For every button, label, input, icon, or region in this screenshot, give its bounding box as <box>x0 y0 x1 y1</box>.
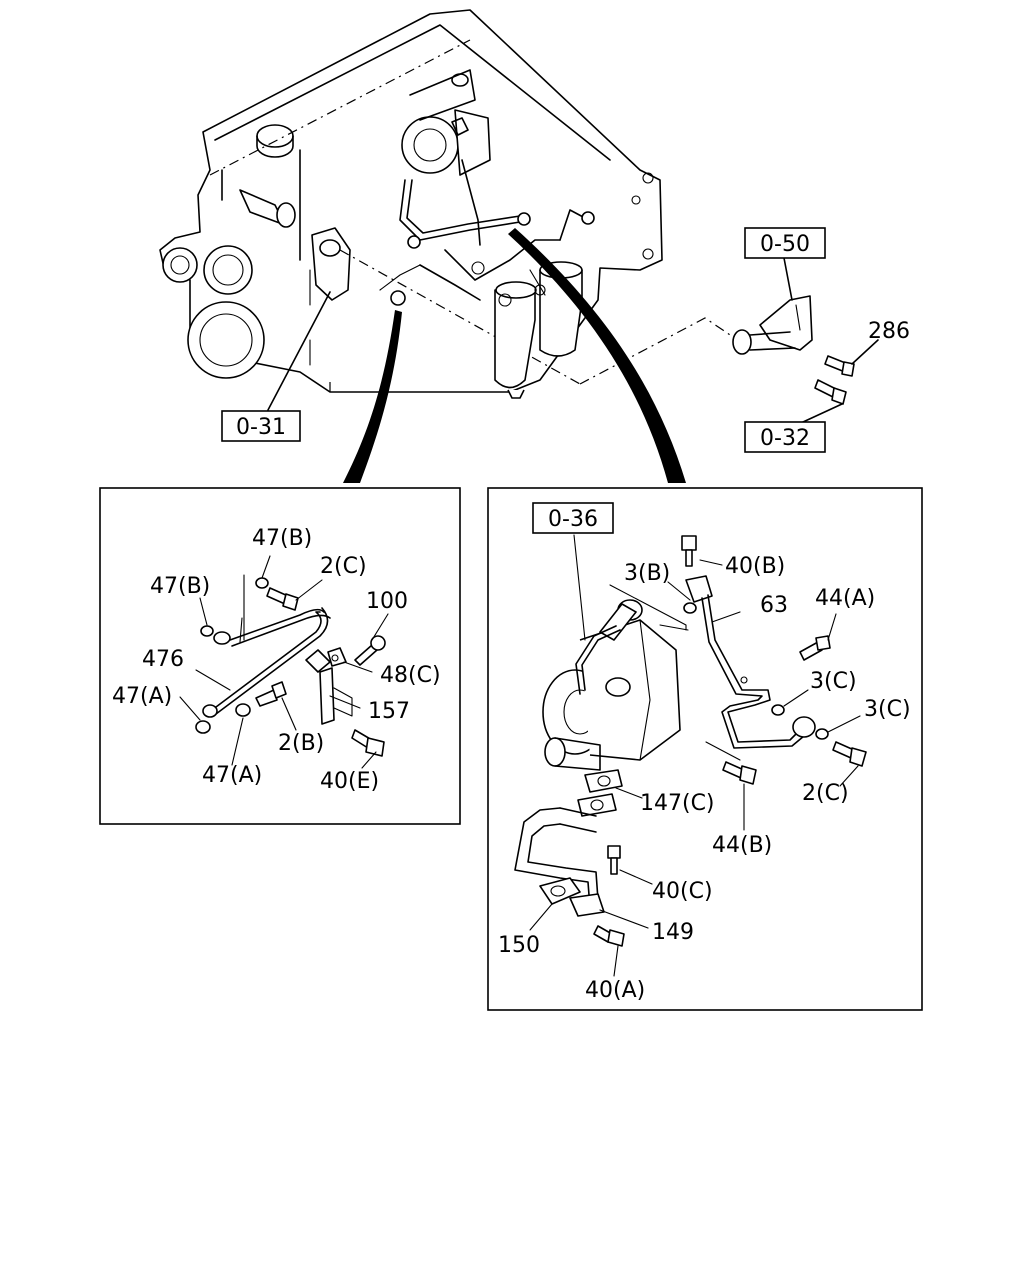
label-147c: 147(C) <box>640 791 715 816</box>
turbocharger <box>542 599 681 771</box>
washer-3c-b <box>815 728 829 740</box>
bolt-40e <box>351 729 385 757</box>
bolt-286 <box>824 355 855 377</box>
bracket-157 <box>319 667 353 725</box>
label-40c: 40(C) <box>652 879 713 904</box>
label-63: 63 <box>760 593 788 618</box>
intake-flange <box>311 227 351 301</box>
bolt-40b <box>681 535 697 567</box>
label-149: 149 <box>652 920 694 945</box>
label-286: 286 <box>868 319 910 344</box>
svg-text:0-36: 0-36 <box>548 507 598 532</box>
bolt-40a <box>593 925 625 947</box>
gasket-147c <box>577 769 623 817</box>
oil-feed-pipe-63 <box>685 575 816 749</box>
label-2c-right: 2(C) <box>802 781 849 806</box>
washer-3b <box>683 602 697 614</box>
label-48c: 48(C) <box>380 663 441 688</box>
label-476: 476 <box>142 647 184 672</box>
detail-panel-left <box>99 487 461 825</box>
bolt-2c-left <box>266 587 299 611</box>
label-3b: 3(B) <box>624 561 670 586</box>
washer-47b-top <box>255 577 269 589</box>
label-40b: 40(B) <box>725 554 785 579</box>
detail-panel-right <box>487 487 923 1011</box>
ref-box-0-36[interactable]: 0-36 <box>532 502 614 534</box>
svg-text:0-32: 0-32 <box>760 426 810 451</box>
crank-pulley <box>187 301 265 379</box>
bolt-2c-right <box>832 741 867 767</box>
svg-text:0-31: 0-31 <box>236 415 286 440</box>
label-40a: 40(A) <box>585 978 645 1003</box>
gasket-150 <box>539 877 581 905</box>
bracket-0-50 <box>732 257 813 355</box>
washer-47a-left <box>195 720 211 734</box>
bolt-100 <box>354 635 386 666</box>
label-2c-left: 2(C) <box>320 554 367 579</box>
washer-3c-a <box>771 704 785 716</box>
label-157: 157 <box>368 699 410 724</box>
clamp-48c <box>305 647 347 673</box>
callout-curve-left <box>343 310 402 483</box>
label-44b: 44(B) <box>712 833 772 858</box>
engine-assembly <box>159 9 746 399</box>
oil-drain-pipe-149 <box>514 807 605 917</box>
leader-0-31 <box>267 291 331 411</box>
ref-box-0-32[interactable]: 0-32 <box>744 421 826 453</box>
label-3c-b: 3(C) <box>864 697 911 722</box>
label-40e: 40(E) <box>320 769 379 794</box>
label-3c-a: 3(C) <box>810 669 857 694</box>
washer-47a-bottom <box>235 703 251 717</box>
label-47b-top: 47(B) <box>252 526 312 551</box>
label-47a-bottom: 47(A) <box>202 763 262 788</box>
oil-pipe-476 <box>202 607 331 718</box>
water-pump-pulley <box>203 245 253 295</box>
ref-box-0-50[interactable]: 0-50 <box>744 227 826 259</box>
engine-oil-fitting <box>390 290 406 306</box>
label-44a: 44(A) <box>815 586 875 611</box>
bolt-44a <box>799 635 831 661</box>
engine-turbocharger <box>401 69 491 176</box>
svg-text:0-50: 0-50 <box>760 232 810 257</box>
oil-filler-cap <box>256 124 294 148</box>
bolt-40c <box>607 845 621 875</box>
bolt-44b <box>722 761 757 785</box>
label-2b: 2(B) <box>278 731 324 756</box>
alternator-pulley <box>162 247 198 283</box>
label-47a-left: 47(A) <box>112 684 172 709</box>
label-150: 150 <box>498 933 540 958</box>
washer-47b-left <box>200 625 214 637</box>
label-47b-left: 47(B) <box>150 574 210 599</box>
ref-box-0-31[interactable]: 0-31 <box>221 410 301 442</box>
bolt-2b <box>255 681 287 707</box>
callout-curve-right <box>508 228 686 483</box>
bolt-0-32 <box>814 379 847 405</box>
label-100: 100 <box>366 589 408 614</box>
